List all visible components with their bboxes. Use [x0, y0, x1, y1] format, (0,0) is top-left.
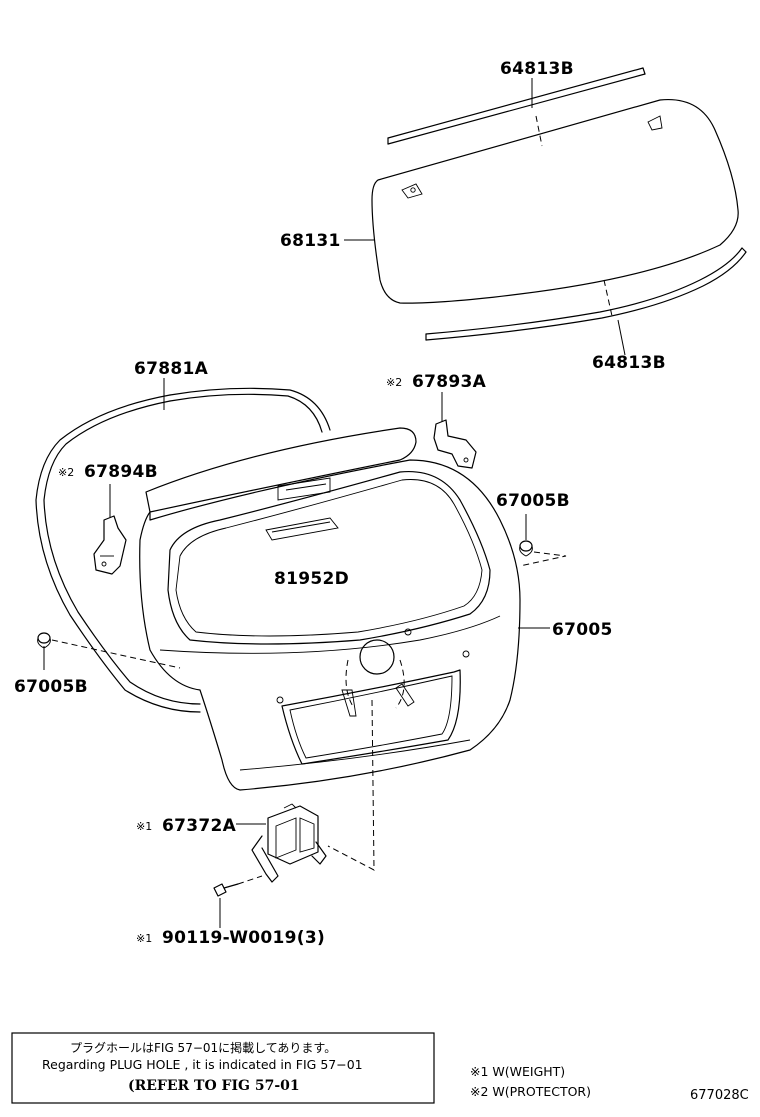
right-stopper	[519, 540, 533, 557]
label-67005b-right: 67005B	[496, 491, 570, 511]
back-door-panel	[139, 427, 521, 791]
label-67005b-left: 67005B	[14, 677, 88, 697]
right-protector	[433, 419, 477, 469]
note-japanese: プラグホールはFIG 57−01に掲載してあります。	[70, 1040, 336, 1055]
mark-67372a: ※1	[136, 820, 152, 833]
leader-64813b-bottom	[617, 319, 626, 356]
figure-id: 677028C	[690, 1088, 749, 1103]
lower-glass-molding	[425, 247, 747, 341]
dash-weight	[327, 699, 375, 871]
mark-90119: ※1	[136, 932, 152, 945]
weight-bolt	[213, 875, 263, 897]
dash-left-stopper	[51, 639, 181, 669]
label-90119: 90119-W0019(3)	[162, 928, 325, 948]
legend-weight: ※1 W(WEIGHT)	[470, 1064, 565, 1079]
note-reference: (REFER TO FIG 57-01	[128, 1078, 300, 1094]
label-64813b-bottom: 64813B	[592, 353, 666, 373]
label-67881a: 67881A	[134, 359, 209, 379]
label-67894b: 67894B	[84, 462, 158, 482]
label-67893a: 67893A	[412, 372, 487, 392]
left-stopper	[37, 632, 51, 649]
door-weatherstrip	[35, 387, 331, 713]
label-67372a: 67372A	[162, 816, 237, 836]
left-protector	[93, 515, 127, 575]
note-english: Regarding PLUG HOLE , it is indicated in…	[42, 1057, 363, 1072]
dash-right-stopper	[519, 551, 567, 567]
dash-lower-molding	[603, 279, 613, 317]
label-81952d: 81952D	[274, 569, 349, 589]
label-67005: 67005	[552, 620, 613, 640]
upper-glass-molding	[387, 67, 646, 145]
label-68131: 68131	[280, 231, 341, 251]
label-64813b-top: 64813B	[500, 59, 574, 79]
dash-upper-molding	[535, 115, 543, 147]
door-weight	[251, 803, 327, 883]
legend-protector: ※2 W(PROTECTOR)	[470, 1084, 591, 1099]
note-box	[11, 1032, 435, 1104]
back-door-glass	[371, 98, 739, 304]
mark-67894b: ※2	[58, 466, 74, 479]
mark-67893a: ※2	[386, 376, 402, 389]
